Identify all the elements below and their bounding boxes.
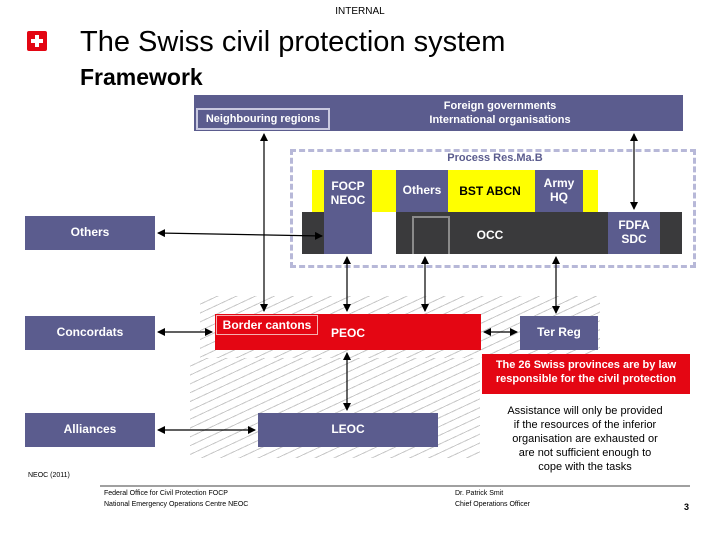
- process-label: Process Res.Ma.B: [447, 152, 543, 164]
- others-left-box: Others: [25, 216, 155, 250]
- leoc-label: LEOC: [331, 422, 365, 437]
- focp-label: FOCP: [331, 179, 365, 193]
- army-label: Army: [543, 176, 575, 191]
- process-inner-outline: [412, 216, 450, 254]
- border-cantons-box: [215, 314, 481, 350]
- process-container: [290, 149, 696, 268]
- neighbouring-regions-label: Neighbouring regions: [205, 112, 321, 125]
- slide-subtitle: Framework: [80, 64, 203, 90]
- provinces-note: The 26 Swiss provinces are by law respon…: [482, 354, 690, 394]
- foreign-governments-label: Foreign governments International organi…: [429, 100, 571, 126]
- swiss-cross-logo-icon: [27, 31, 47, 51]
- focp-neoc-box: FOCP NEOC: [324, 170, 372, 254]
- alliances-box: Alliances: [25, 413, 155, 447]
- fdfa-label: FDFA: [618, 218, 650, 233]
- hq-label: HQ: [550, 190, 568, 204]
- page-number: 3: [684, 502, 690, 512]
- neoc-year-label: NEOC (2011): [28, 472, 70, 479]
- ter-reg-label: Ter Reg: [537, 325, 581, 340]
- concordats-box: Concordats: [25, 316, 155, 350]
- occ-label: OCC: [476, 228, 504, 242]
- neighbouring-regions-box: Neighbouring regions: [196, 108, 330, 130]
- process-dark-far-right: [660, 212, 682, 254]
- assistance-note: Assistance will only be provided if the …: [480, 400, 690, 476]
- fdfa-sdc-box: FDFA SDC: [608, 212, 660, 254]
- border-cantons-label: Border cantons: [216, 315, 318, 335]
- slide-title: The Swiss civil protection system: [80, 26, 506, 58]
- classification-label: INTERNAL: [335, 6, 385, 17]
- others-left-label: Others: [70, 225, 110, 240]
- peoc-label: PEOC: [330, 326, 365, 340]
- others-inner-label: Others: [402, 183, 442, 198]
- army-hq-box: Army HQ: [535, 170, 583, 212]
- arrow-others-to-process: [157, 229, 323, 240]
- leoc-box: LEOC: [258, 413, 438, 447]
- concordats-label: Concordats: [56, 325, 124, 340]
- process-dark-mid: [396, 212, 582, 254]
- ter-reg-box: Ter Reg: [520, 316, 598, 350]
- sdc-label: SDC: [621, 232, 647, 246]
- others-inner-box: Others: [396, 170, 448, 212]
- process-dark-right: [582, 212, 608, 254]
- bst-abcn-label: BST ABCN: [459, 184, 521, 198]
- alliances-label: Alliances: [63, 422, 117, 437]
- neoc-label: NEOC: [330, 192, 366, 207]
- footer-organisation: Federal Office for Civil Protection FOCP…: [104, 490, 249, 508]
- footer-author: Dr. Patrick Smit Chief Operations Office…: [455, 490, 530, 508]
